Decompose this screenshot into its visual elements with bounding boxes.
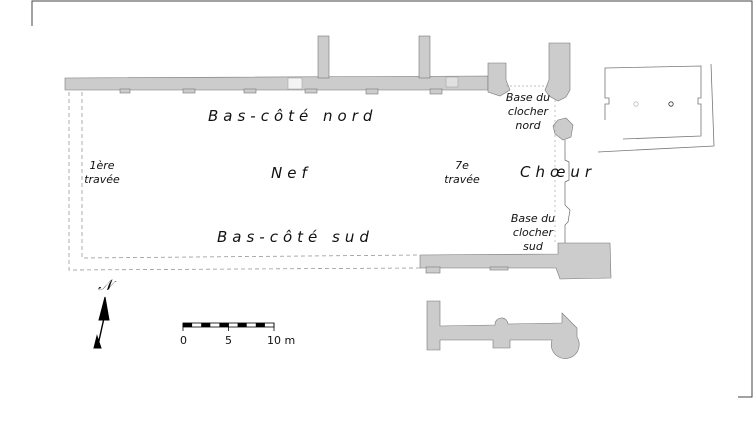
label-choeur: Chœur — [520, 163, 597, 181]
label-bas-cote-sud: Bas-côté sud — [217, 228, 374, 246]
scale-bar — [182, 322, 275, 331]
label-base-clocher-nord: Base du clocher nord — [505, 91, 551, 133]
label-bas-cote-nord: Bas-côté nord — [208, 107, 378, 125]
scale-segment — [183, 323, 193, 327]
scale-segment — [237, 323, 247, 327]
scale-tick-0: 0 — [180, 334, 187, 347]
scale-segment — [255, 323, 265, 327]
north-wall — [64, 35, 511, 97]
scale-tick-5: 5 — [225, 334, 232, 347]
label-line: clocher — [512, 226, 554, 239]
blocked-opening — [445, 76, 459, 88]
north-tower — [544, 42, 574, 141]
label-line: Base du — [510, 212, 556, 225]
south-annex — [426, 300, 580, 359]
label-nef: Nef — [271, 164, 312, 182]
label-line: travée — [444, 173, 480, 186]
south-wall — [419, 242, 612, 280]
label-base-clocher-sud: Base du clocher sud — [510, 212, 556, 254]
label-line: Base du — [505, 91, 551, 104]
choir-wall — [564, 140, 571, 245]
frame — [31, 0, 753, 398]
nave-outline-dashed — [68, 92, 421, 271]
label-line: clocher — [507, 105, 549, 118]
label-line: 7e — [455, 159, 469, 172]
label-line: sud — [523, 240, 543, 253]
label-line: nord — [515, 119, 541, 132]
north-arrow-icon — [93, 296, 110, 349]
sacristy-outline — [597, 63, 715, 153]
label-septieme-travee: 7e travée — [444, 159, 480, 187]
north-label: 𝒩 — [98, 276, 113, 294]
label-line: 1ère — [89, 159, 115, 172]
label-premiere-travee: 1ère travée — [84, 159, 120, 187]
scale-segment — [219, 323, 229, 327]
scale-segment — [201, 323, 211, 327]
scale-tick-10: 10 m — [267, 334, 296, 347]
label-line: travée — [84, 173, 120, 186]
blocked-opening — [287, 77, 303, 90]
